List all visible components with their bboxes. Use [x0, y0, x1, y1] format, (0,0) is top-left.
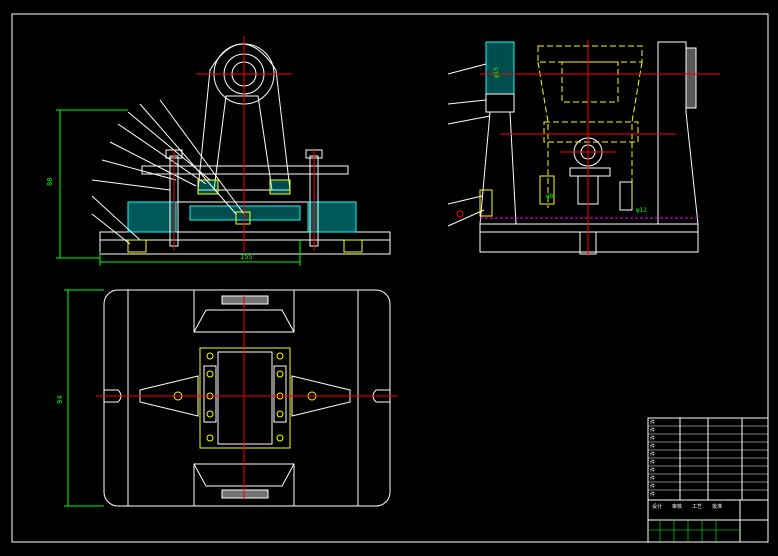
svg-text:件: 件 [650, 427, 655, 434]
svg-text:件: 件 [650, 475, 655, 482]
front-view [91, 43, 391, 255]
plan-right-arm [291, 375, 351, 417]
svg-text:件: 件 [650, 467, 655, 474]
front-dimensions [56, 109, 301, 266]
front-hatch-left [127, 201, 177, 233]
side-note-1: φ15 [493, 67, 500, 78]
side-note-2: φ8 [546, 193, 554, 200]
svg-text:件: 件 [650, 459, 655, 466]
plan-dimensions [64, 289, 104, 507]
side-note-marker [456, 210, 464, 218]
front-clamp-plate [141, 165, 349, 175]
front-centerlines [173, 36, 315, 252]
front-dim-height: 88 [46, 178, 54, 186]
title-block [647, 417, 769, 543]
title-block-row-labels: 件 件 件 件 件 件 件 件 件 件 [650, 419, 655, 498]
svg-text:批准: 批准 [712, 503, 722, 510]
plan-bottom-knurl [221, 489, 269, 499]
svg-text:件: 件 [650, 451, 655, 458]
front-hatch-right [307, 201, 357, 233]
svg-text:件: 件 [650, 443, 655, 450]
front-hatch-center [189, 205, 301, 221]
svg-text:件: 件 [650, 483, 655, 490]
plan-dim-height: 94 [56, 396, 64, 404]
plan-top-knurl [221, 295, 269, 305]
front-base-plate [99, 231, 391, 255]
side-right-upright [657, 41, 699, 225]
title-block-rows [648, 425, 768, 491]
title-block-footer: 设计 审核 工艺 批准 [652, 503, 722, 510]
plan-center-plate [199, 347, 291, 449]
svg-text:件: 件 [650, 419, 655, 426]
svg-text:设计: 设计 [652, 503, 662, 510]
plan-outline [103, 289, 391, 507]
svg-text:审核: 审核 [672, 503, 682, 510]
side-note-3: φ12 [636, 207, 647, 214]
side-phantom-part [537, 45, 643, 208]
plan-view [103, 289, 391, 507]
side-left-upright [479, 111, 517, 225]
side-centerlines [480, 40, 720, 256]
side-base-plate [479, 223, 699, 253]
svg-text:件: 件 [650, 491, 655, 498]
title-block-grid [648, 520, 740, 542]
svg-text:工艺: 工艺 [692, 504, 702, 510]
sheet-border [11, 13, 769, 543]
side-leaders [447, 63, 491, 227]
plan-bolt-holes [173, 352, 317, 442]
plan-left-arm [139, 375, 199, 417]
svg-text:件: 件 [650, 435, 655, 442]
front-dim-width: 155 [240, 253, 253, 261]
side-knurled-knob [685, 47, 697, 109]
plan-centerlines [96, 296, 398, 500]
